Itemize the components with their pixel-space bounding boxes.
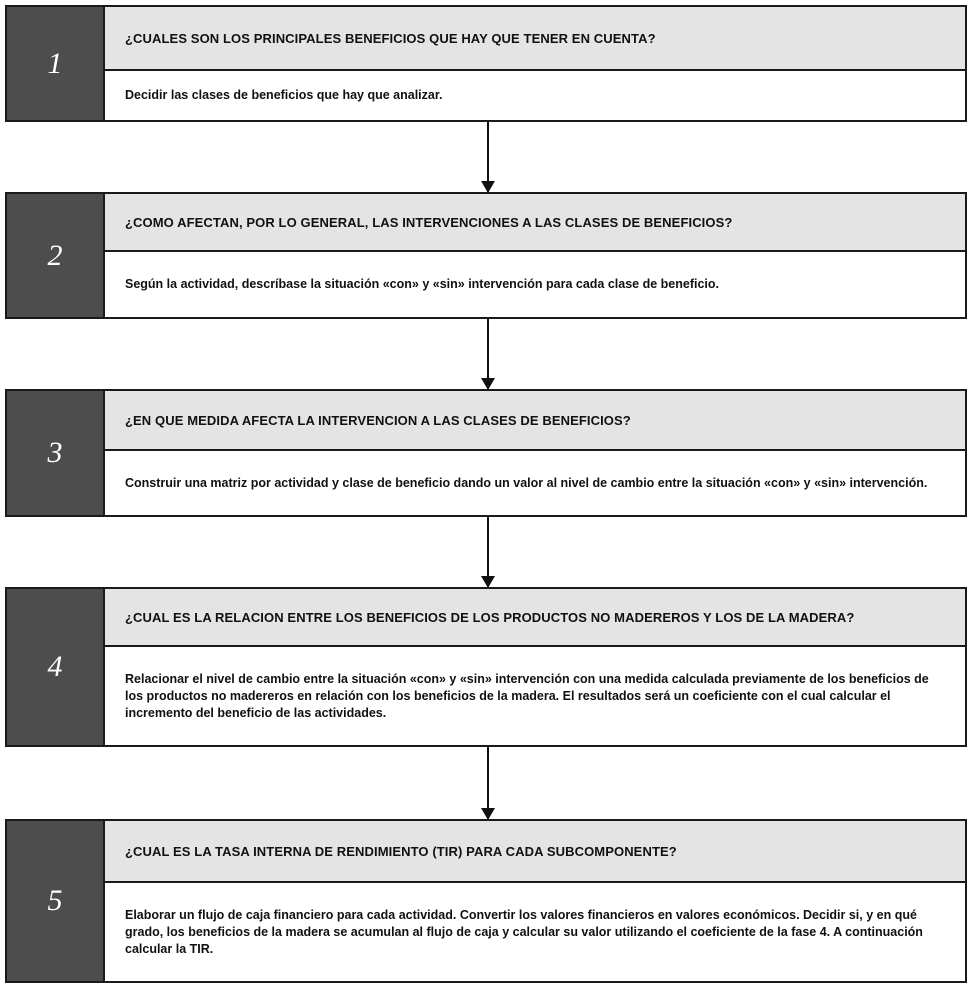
step-1-question: ¿CUALES SON LOS PRINCIPALES BENEFICIOS Q… — [105, 7, 965, 71]
step-5-answer: Elaborar un flujo de caja financiero par… — [125, 907, 923, 956]
step-3-question: ¿EN QUE MEDIDA AFECTA LA INTERVENCION A … — [105, 391, 965, 451]
step-3-content: ¿EN QUE MEDIDA AFECTA LA INTERVENCION A … — [105, 391, 965, 515]
step-3-box: 3 ¿EN QUE MEDIDA AFECTA LA INTERVENCION … — [5, 389, 967, 517]
step-2-number: 2 — [7, 194, 105, 317]
step-4-question: ¿CUAL ES LA RELACION ENTRE LOS BENEFICIO… — [105, 589, 965, 647]
step-2-answer: Según la actividad, descríbase la situac… — [125, 277, 719, 291]
step-1-number: 1 — [7, 7, 105, 120]
step-2-question: ¿COMO AFECTAN, POR LO GENERAL, LAS INTER… — [105, 194, 965, 252]
step-2-box: 2 ¿COMO AFECTAN, POR LO GENERAL, LAS INT… — [5, 192, 967, 319]
step-1-content: ¿CUALES SON LOS PRINCIPALES BENEFICIOS Q… — [105, 7, 965, 120]
arrow-4-to-5 — [481, 747, 495, 820]
step-1-answer: Decidir las clases de beneficios que hay… — [125, 88, 443, 102]
step-5-content: ¿CUAL ES LA TASA INTERNA DE RENDIMIENTO … — [105, 821, 965, 981]
step-1-box: 1 ¿CUALES SON LOS PRINCIPALES BENEFICIOS… — [5, 5, 967, 122]
step-2-content: ¿COMO AFECTAN, POR LO GENERAL, LAS INTER… — [105, 194, 965, 317]
step-5-number: 5 — [7, 821, 105, 981]
arrow-1-to-2 — [481, 122, 495, 193]
step-4-content: ¿CUAL ES LA RELACION ENTRE LOS BENEFICIO… — [105, 589, 965, 745]
arrow-3-to-4 — [481, 517, 495, 588]
arrow-2-to-3 — [481, 319, 495, 390]
step-4-number: 4 — [7, 589, 105, 745]
step-5-box: 5 ¿CUAL ES LA TASA INTERNA DE RENDIMIENT… — [5, 819, 967, 983]
step-4-box: 4 ¿CUAL ES LA RELACION ENTRE LOS BENEFIC… — [5, 587, 967, 747]
step-5-question: ¿CUAL ES LA TASA INTERNA DE RENDIMIENTO … — [105, 821, 965, 883]
step-3-answer: Construir una matriz por actividad y cla… — [125, 475, 928, 490]
step-3-number: 3 — [7, 391, 105, 515]
step-4-answer: Relacionar el nivel de cambio entre la s… — [125, 671, 929, 720]
